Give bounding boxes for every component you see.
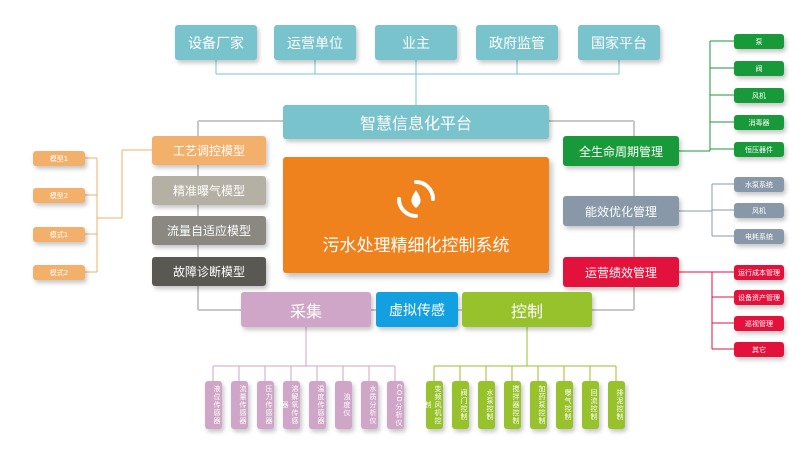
model-precise-aeration: 精准曝气模型 bbox=[152, 176, 266, 205]
collect-item: COD分析仪 bbox=[387, 381, 404, 429]
efficiency-item: 风机 bbox=[734, 203, 784, 218]
control-item: 阀门控制 bbox=[452, 381, 469, 429]
efficiency-optimization: 能效优化管理 bbox=[563, 196, 679, 226]
stakeholder-owner: 业主 bbox=[375, 25, 457, 60]
model-fault-diagnosis: 故障诊断模型 bbox=[152, 257, 266, 286]
lifecycle-item: 消毒器 bbox=[734, 115, 784, 130]
collect-item: 流量传感器 bbox=[231, 381, 248, 429]
control-item: 搅拌器控制 bbox=[504, 381, 521, 429]
performance-management: 运营绩效管理 bbox=[563, 257, 679, 287]
stakeholder-operator: 运营单位 bbox=[274, 25, 356, 60]
lifecycle-management: 全生命周期管理 bbox=[563, 136, 679, 166]
model-flow-adaptive: 流量自适应模型 bbox=[152, 216, 266, 245]
collect-block: 采集 bbox=[241, 292, 371, 327]
stakeholder-national-platform: 国家平台 bbox=[578, 25, 660, 60]
control-block: 控制 bbox=[462, 292, 592, 327]
stakeholder-equipment-maker: 设备厂家 bbox=[175, 25, 257, 60]
swirl-drop-icon bbox=[397, 180, 435, 218]
core-system-title: 污水处理精细化控制系统 bbox=[322, 236, 510, 256]
control-item: 排泥控制 bbox=[608, 381, 625, 429]
smart-info-platform: 智慧信息化平台 bbox=[283, 105, 549, 139]
control-item: 回流控制 bbox=[582, 381, 599, 429]
collect-item: 压力传感器 bbox=[257, 381, 274, 429]
left-outer-item: 模型2 bbox=[33, 188, 85, 203]
stakeholder-government: 政府监管 bbox=[476, 25, 558, 60]
virtual-sensing-block: 虚拟传感 bbox=[376, 292, 458, 327]
collect-item: 水质分析仪 bbox=[361, 381, 378, 429]
control-item: 水泵控制 bbox=[478, 381, 495, 429]
left-outer-item: 模式1 bbox=[33, 227, 85, 242]
control-item: 变频风机控制 bbox=[424, 381, 443, 429]
performance-item: 设备资产管理 bbox=[734, 290, 784, 305]
left-outer-item: 模式2 bbox=[33, 265, 85, 280]
efficiency-item: 水泵系统 bbox=[734, 177, 784, 192]
collect-item: 温度传感器 bbox=[309, 381, 326, 429]
performance-item: 其它 bbox=[734, 342, 784, 357]
lifecycle-item: 阀 bbox=[734, 61, 784, 76]
collect-item: 溶解氧传感器 bbox=[281, 381, 300, 429]
left-outer-item: 模型1 bbox=[33, 151, 85, 166]
collect-item: 浊度仪 bbox=[335, 381, 352, 429]
performance-item: 运行成本管理 bbox=[734, 265, 784, 280]
lifecycle-item: 恒压器件 bbox=[734, 142, 784, 157]
core-system: 污水处理精细化控制系统 bbox=[283, 157, 549, 273]
collect-item: 液位传感器 bbox=[205, 381, 222, 429]
lifecycle-item: 泵 bbox=[734, 34, 784, 49]
lifecycle-item: 风机 bbox=[734, 88, 784, 103]
performance-item: 巡视管理 bbox=[734, 316, 784, 331]
model-process-control: 工艺调控模型 bbox=[152, 136, 266, 165]
control-item: 加药泵控制 bbox=[530, 381, 547, 429]
control-item: 曝气控制 bbox=[556, 381, 573, 429]
efficiency-item: 电耗系统 bbox=[734, 229, 784, 244]
